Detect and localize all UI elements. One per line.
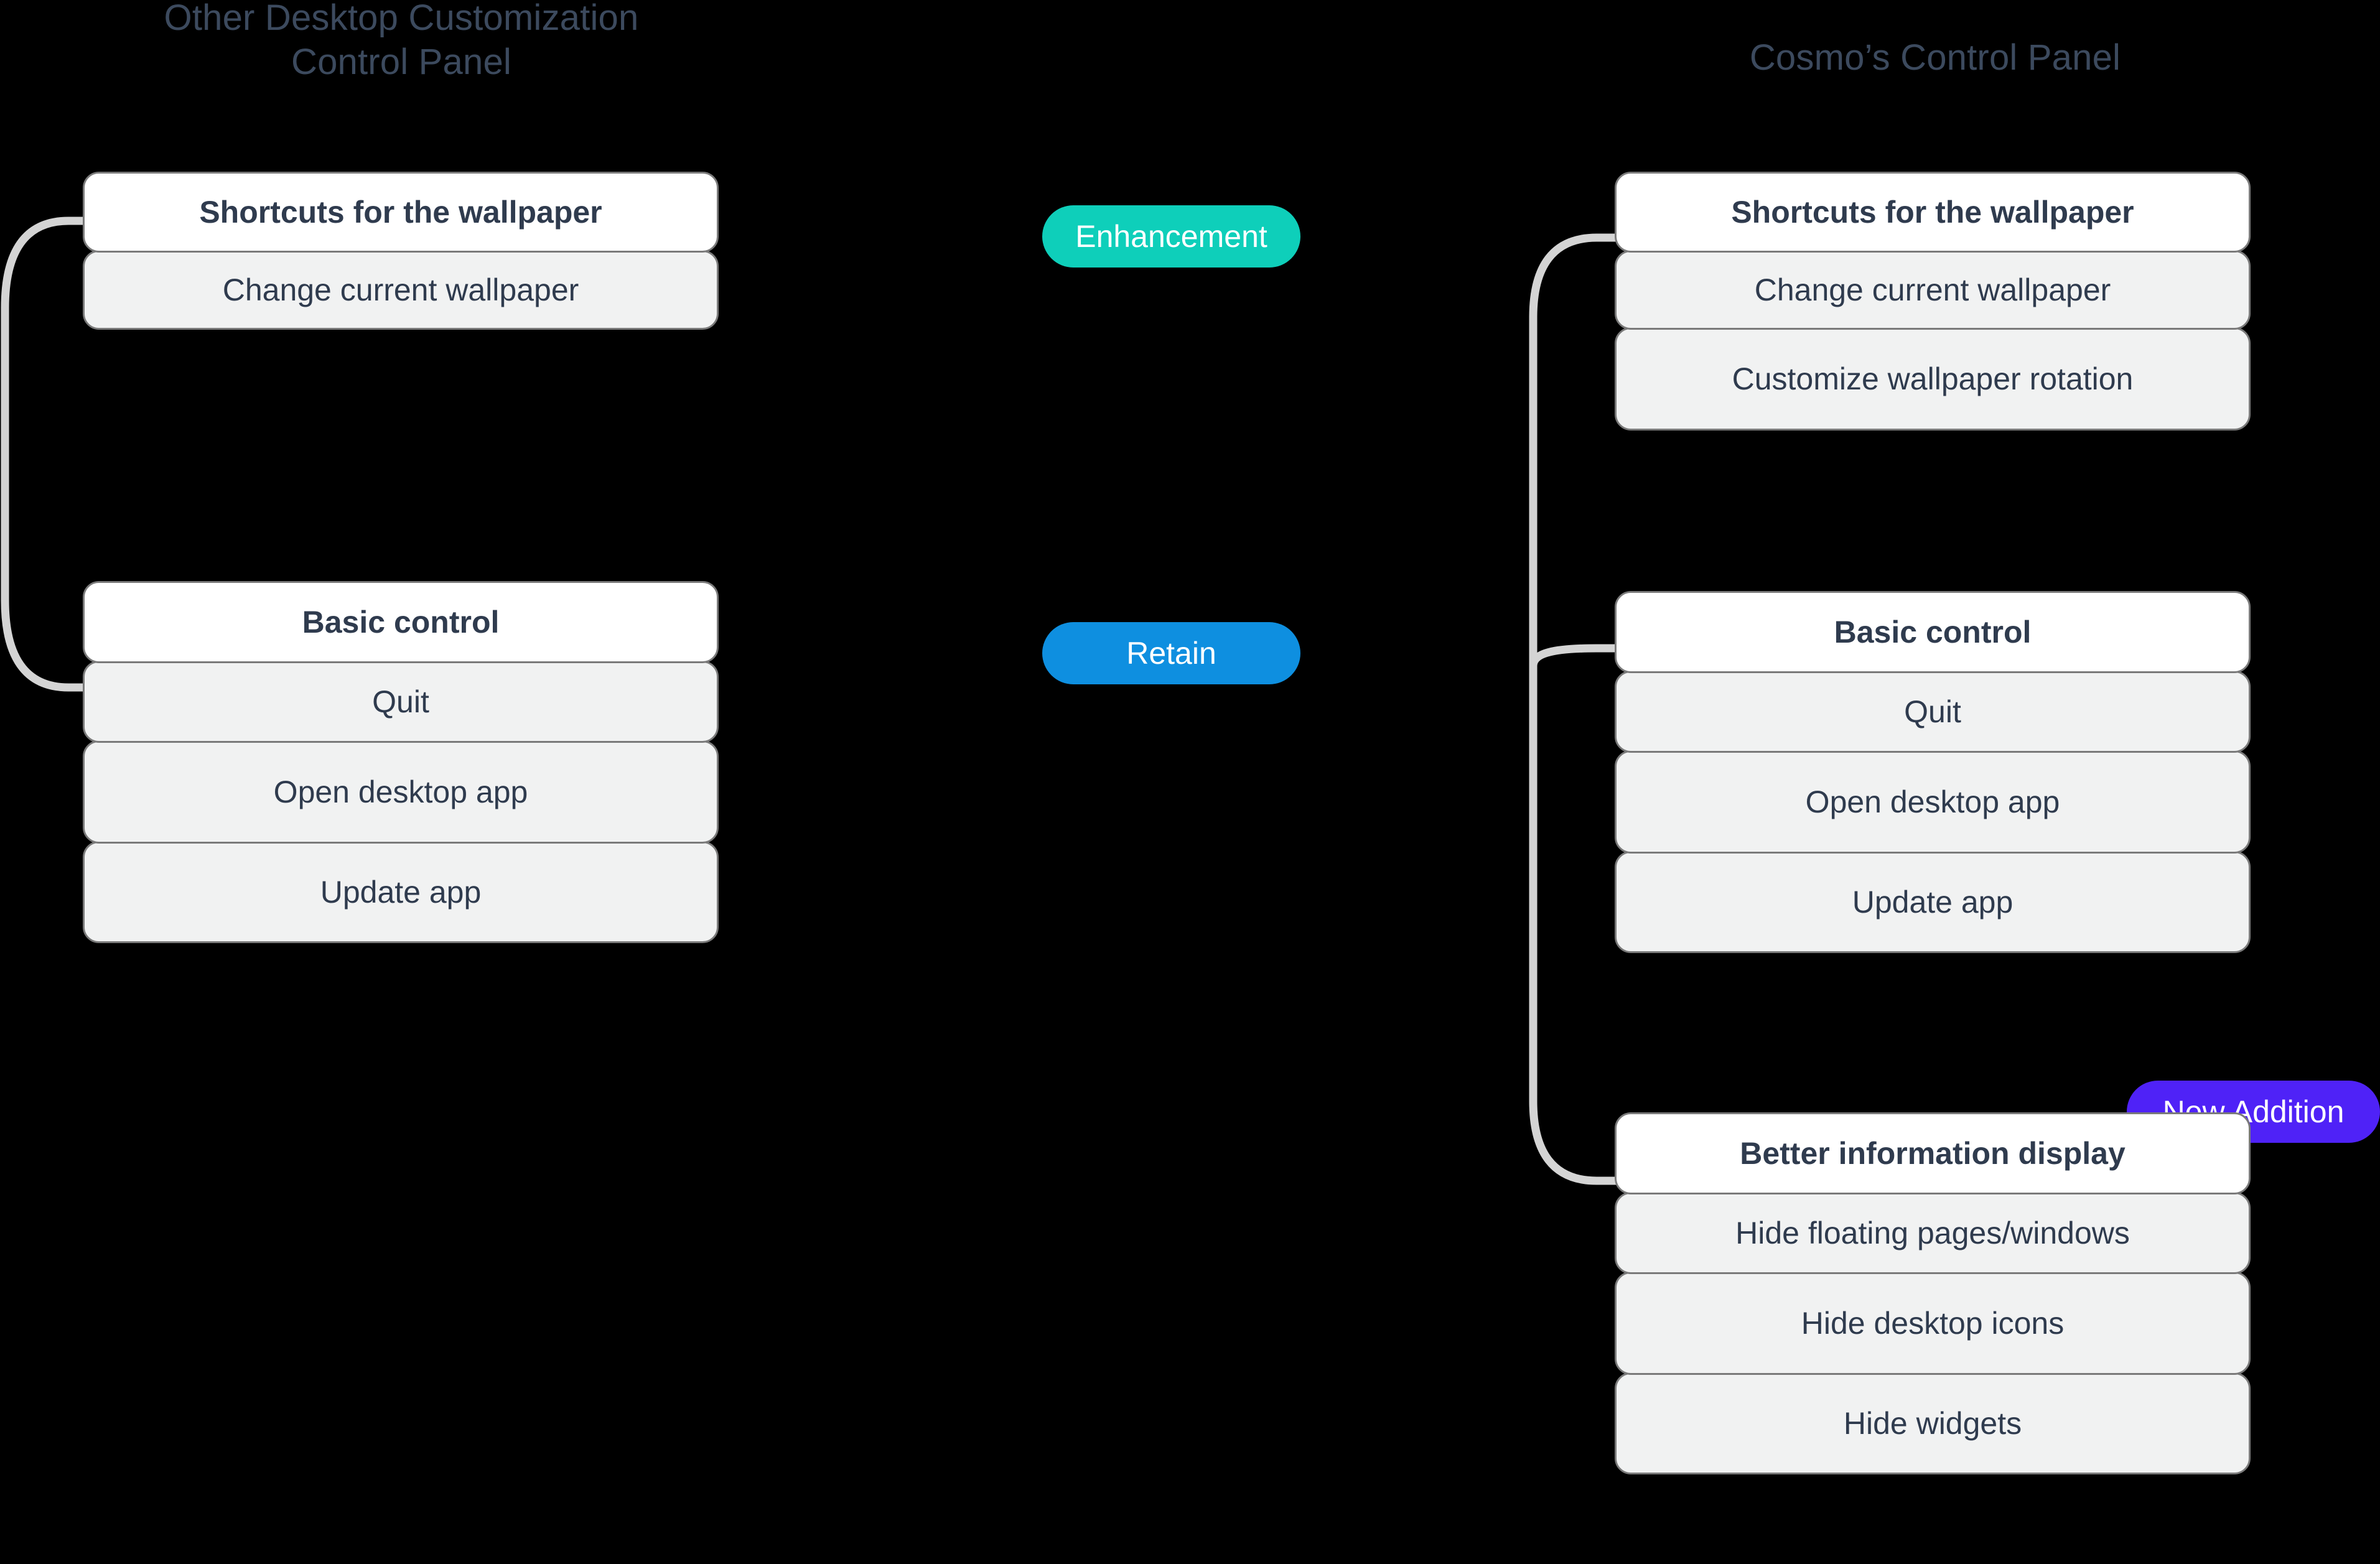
list-item[interactable]: Quit: [83, 661, 719, 743]
left-column-title: Other Desktop Customization Control Pane…: [56, 0, 747, 85]
left-group-shortcuts: Shortcuts for the wallpaper Change curre…: [83, 172, 719, 330]
group-header[interactable]: Shortcuts for the wallpaper: [83, 172, 719, 253]
list-item[interactable]: Update app: [83, 841, 719, 943]
left-column-title-line2: Control Panel: [291, 41, 512, 82]
left-column-title-line1: Other Desktop Customization: [164, 0, 639, 38]
list-item[interactable]: Change current wallpaper: [1615, 250, 2251, 330]
list-item[interactable]: Open desktop app: [83, 740, 719, 844]
group-header[interactable]: Basic control: [1615, 591, 2251, 673]
group-header[interactable]: Shortcuts for the wallpaper: [1615, 172, 2251, 253]
list-item[interactable]: Quit: [1615, 671, 2251, 753]
list-item[interactable]: Hide desktop icons: [1615, 1272, 2251, 1375]
list-item[interactable]: Update app: [1615, 851, 2251, 953]
right-group-basic-control: Basic control Quit Open desktop app Upda…: [1615, 591, 2251, 953]
left-group-basic-control: Basic control Quit Open desktop app Upda…: [83, 581, 719, 943]
badge-enhancement[interactable]: Enhancement: [1042, 205, 1300, 268]
right-group-shortcuts: Shortcuts for the wallpaper Change curre…: [1615, 172, 2251, 431]
list-item[interactable]: Open desktop app: [1615, 750, 2251, 854]
list-item[interactable]: Hide floating pages/windows: [1615, 1192, 2251, 1274]
list-item[interactable]: Hide widgets: [1615, 1372, 2251, 1474]
right-group-better-info-display: Better information display Hide floating…: [1615, 1112, 2251, 1474]
list-item[interactable]: Customize wallpaper rotation: [1615, 327, 2251, 431]
list-item[interactable]: Change current wallpaper: [83, 250, 719, 330]
group-header[interactable]: Better information display: [1615, 1112, 2251, 1194]
badge-retain[interactable]: Retain: [1042, 622, 1300, 684]
right-column-title: Cosmo’s Control Panel: [1749, 37, 2121, 78]
group-header[interactable]: Basic control: [83, 581, 719, 663]
